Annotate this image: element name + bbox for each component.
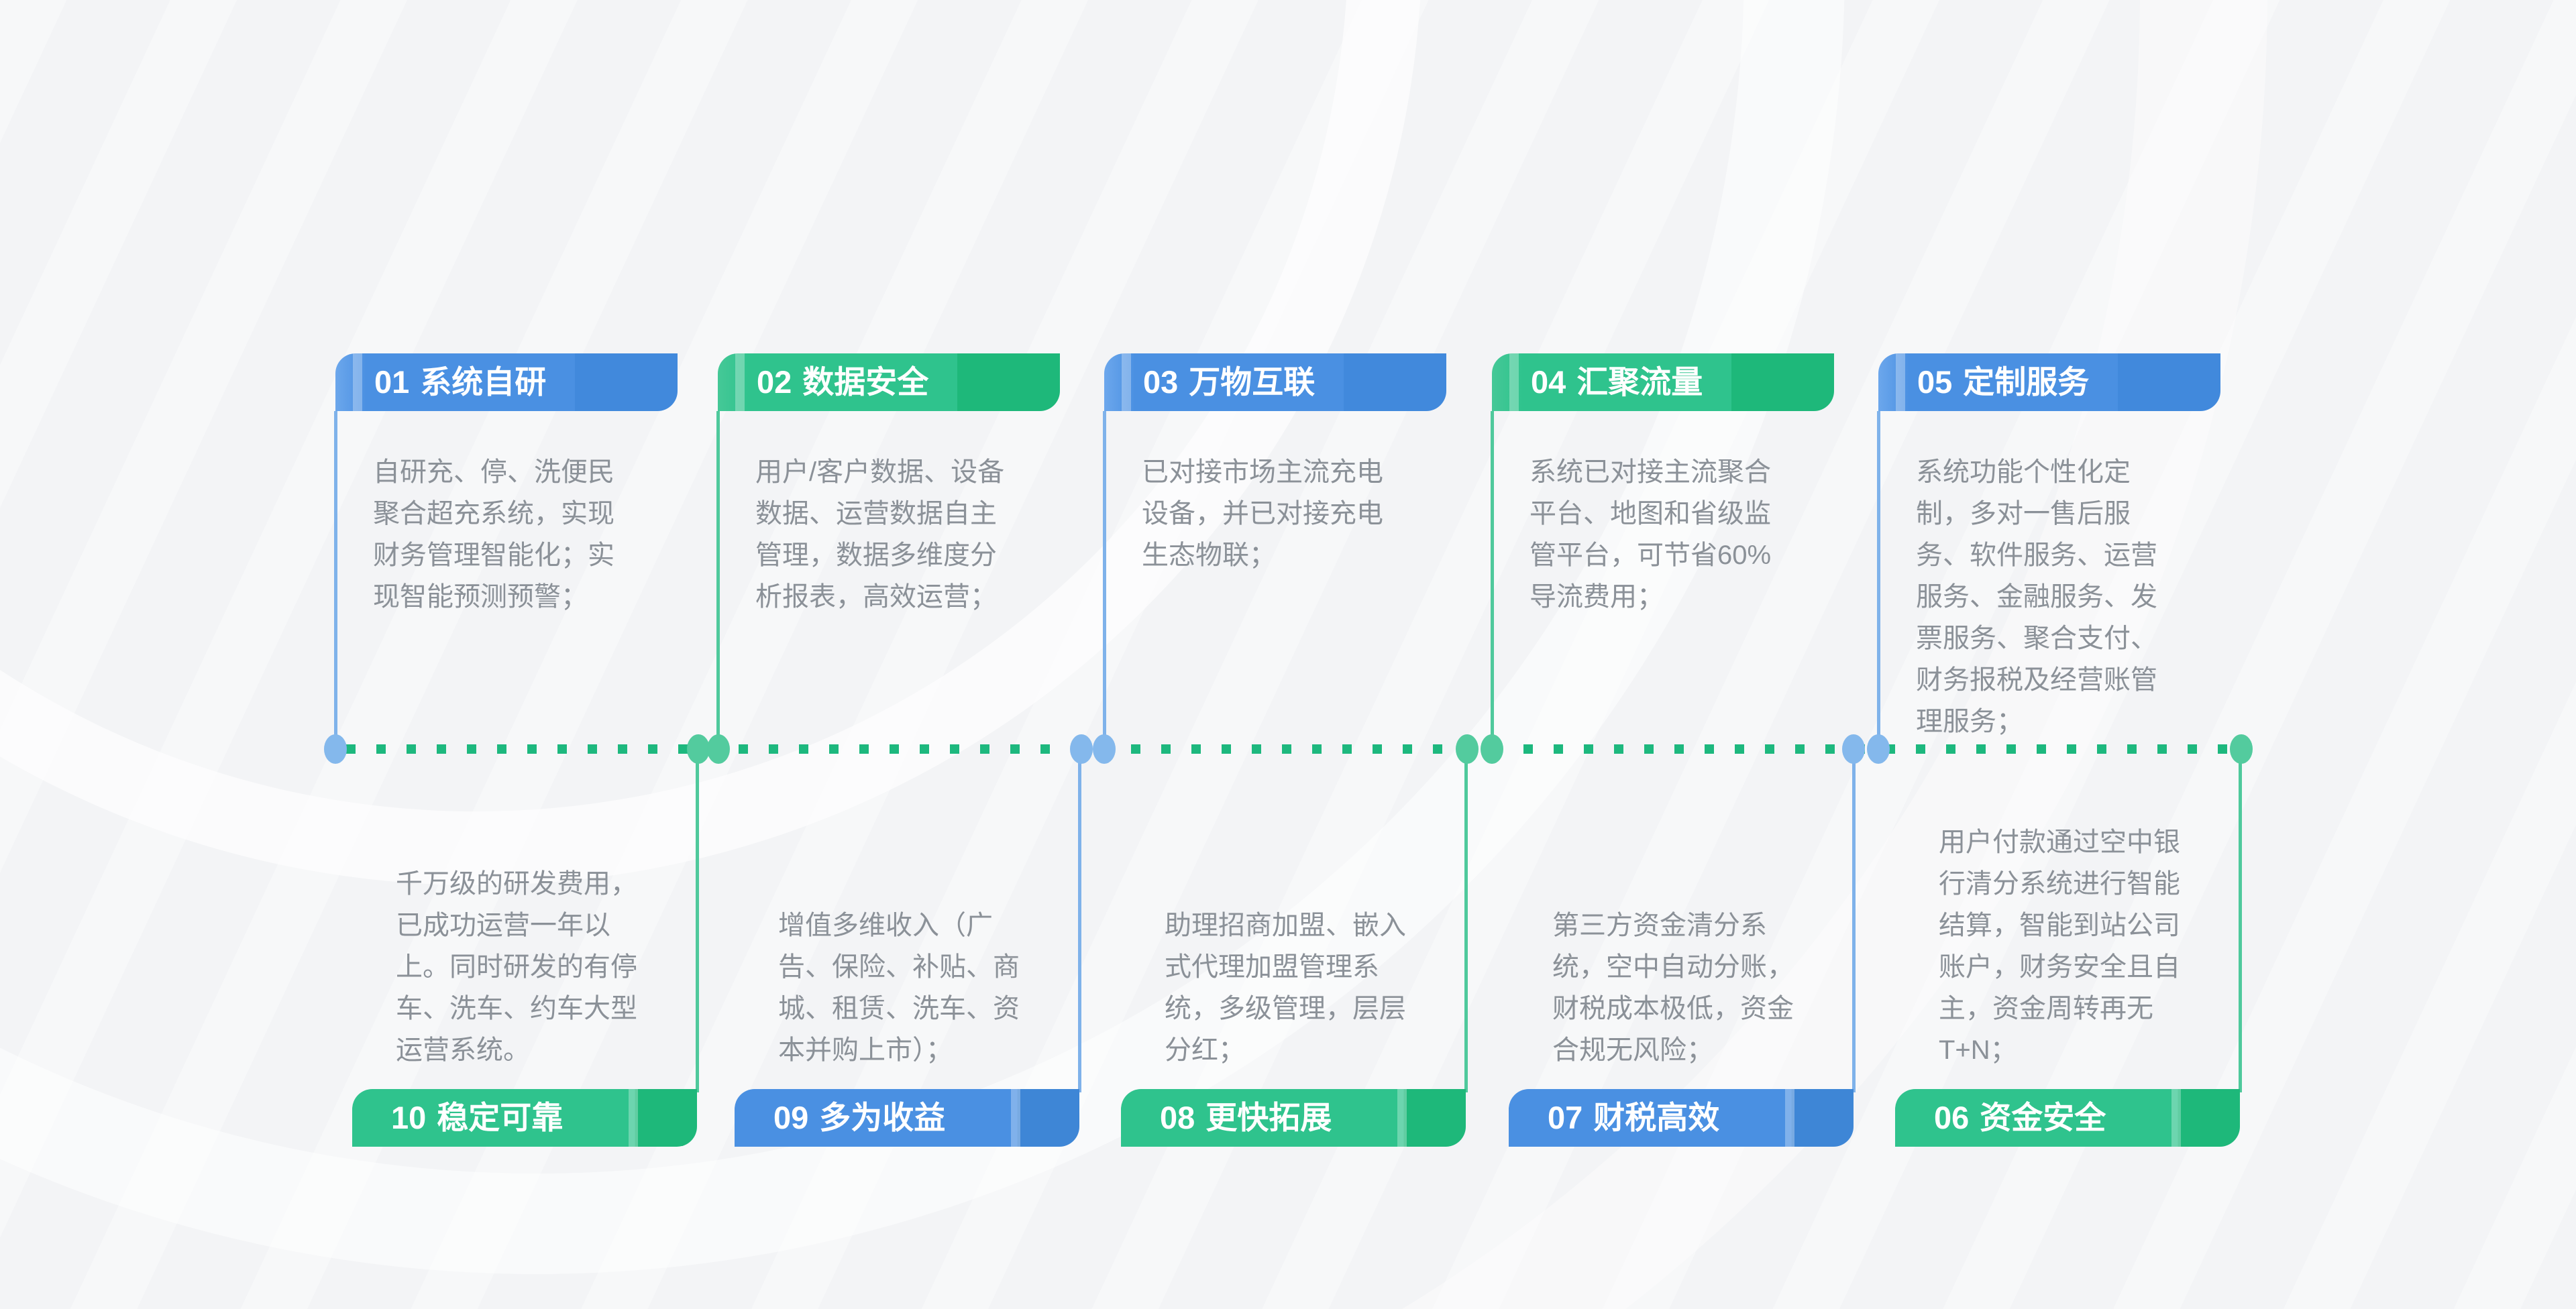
timeline-node [707,734,730,764]
top-card-header: 05 定制服务 [1878,353,2220,411]
step-number: 07 [1548,1100,1583,1135]
top-card-header: 03 万物互联 [1104,353,1446,411]
step-description: 用户付款通过空中银行清分系统进行智能结算，智能到站公司账户，财务安全且自主，资金… [1939,828,2180,1065]
timeline-node [1481,734,1503,764]
connector-line-bottom [1852,749,1856,1092]
bottom-card-header: 07 财税高效 [1509,1089,1854,1147]
step-description: 用户/客户数据、设备数据、运营数据自主管理，数据多维度分析报表，高效运营； [755,457,1005,612]
connector-line-top [1103,411,1106,750]
step-description: 助理招商加盟、嵌入式代理加盟管理系统，多级管理，层层分红； [1165,911,1406,1065]
feature-column-4: 04 汇聚流量 系统已对接主流聚合平台、地图和省级监管平台，可节省60%导流费用；… [1491,353,1871,1147]
top-card-header: 04 汇聚流量 [1492,353,1834,411]
step-title: 定制服务 [1963,364,2090,400]
top-card-header: 02 数据安全 [718,353,1060,411]
step-title: 系统自研 [420,364,547,400]
bottom-card-header: 09 多为收益 [735,1089,1079,1147]
connector-line-bottom [696,749,699,1092]
connector-line-top [716,411,720,750]
connector-line-bottom [2239,749,2242,1092]
connector-line-top [334,411,337,750]
step-title: 资金安全 [1980,1100,2106,1135]
timeline-node [1093,734,1116,764]
timeline-node [687,734,710,764]
step-number: 10 [391,1100,427,1135]
timeline-node [1070,734,1093,764]
feature-column-1: 01 系统自研 自研充、停、洗便民聚合超充系统，实现财务管理智能化；实现智能预测预… [334,353,714,1147]
step-number: 02 [757,364,792,400]
step-number: 04 [1531,364,1566,400]
top-card-header: 01 系统自研 [335,353,678,411]
feature-column-3: 03 万物互联 已对接市场主流充电设备，并已对接充电生态物联； 助理招商加盟、嵌入… [1103,353,1483,1147]
connector-line-bottom [1464,749,1468,1092]
timeline-node [1456,734,1479,764]
timeline-node [1867,734,1890,764]
step-number: 09 [773,1100,809,1135]
timeline-node [1842,734,1865,764]
connector-line-top [1491,411,1494,750]
step-description: 已对接市场主流充电设备，并已对接充电生态物联； [1142,457,1383,570]
step-number: 06 [1934,1100,1970,1135]
bottom-card-header: 10 稳定可靠 [352,1089,697,1147]
step-title: 汇聚流量 [1576,364,1703,400]
timeline-node [2230,734,2253,764]
step-number: 05 [1917,364,1953,400]
step-title: 更快拓展 [1205,1100,1332,1135]
step-title: 多为收益 [819,1100,946,1135]
step-title: 财税高效 [1593,1100,1720,1135]
step-title: 稳定可靠 [437,1100,564,1135]
feature-column-5: 05 定制服务 系统功能个性化定制，多对一售后服务、软件服务、运营服务、金融服务、… [1877,353,2257,1147]
step-title: 数据安全 [802,364,929,400]
bottom-card-header: 06 资金安全 [1895,1089,2240,1147]
step-description: 第三方资金清分系统，空中自动分账，财税成本极低，资金合规无风险； [1552,911,1794,1065]
bottom-card-header: 08 更快拓展 [1121,1089,1466,1147]
step-title: 万物互联 [1189,364,1316,400]
timeline-node [324,734,347,764]
step-description: 自研充、停、洗便民聚合超充系统，实现财务管理智能化；实现智能预测预警； [373,457,614,612]
connector-line-top [1877,411,1880,750]
step-description: 系统已对接主流聚合平台、地图和省级监管平台，可节省60%导流费用； [1529,457,1772,612]
step-number: 01 [374,364,410,400]
feature-column-2: 02 数据安全 用户/客户数据、设备数据、运营数据自主管理，数据多维度分析报表，高… [716,353,1097,1147]
step-description: 系统功能个性化定制，多对一售后服务、软件服务、运营服务、金融服务、发票服务、聚合… [1916,457,2157,736]
step-number: 03 [1143,364,1179,400]
step-description: 增值多维收入（广告、保险、补贴、商城、租赁、洗车、资本并购上市）； [778,911,1020,1065]
connector-line-bottom [1078,749,1081,1092]
step-number: 08 [1160,1100,1195,1135]
step-description: 千万级的研发费用，已成功运营一年以上。同时研发的有停车、洗车、约车大型运营系统。 [396,869,637,1065]
